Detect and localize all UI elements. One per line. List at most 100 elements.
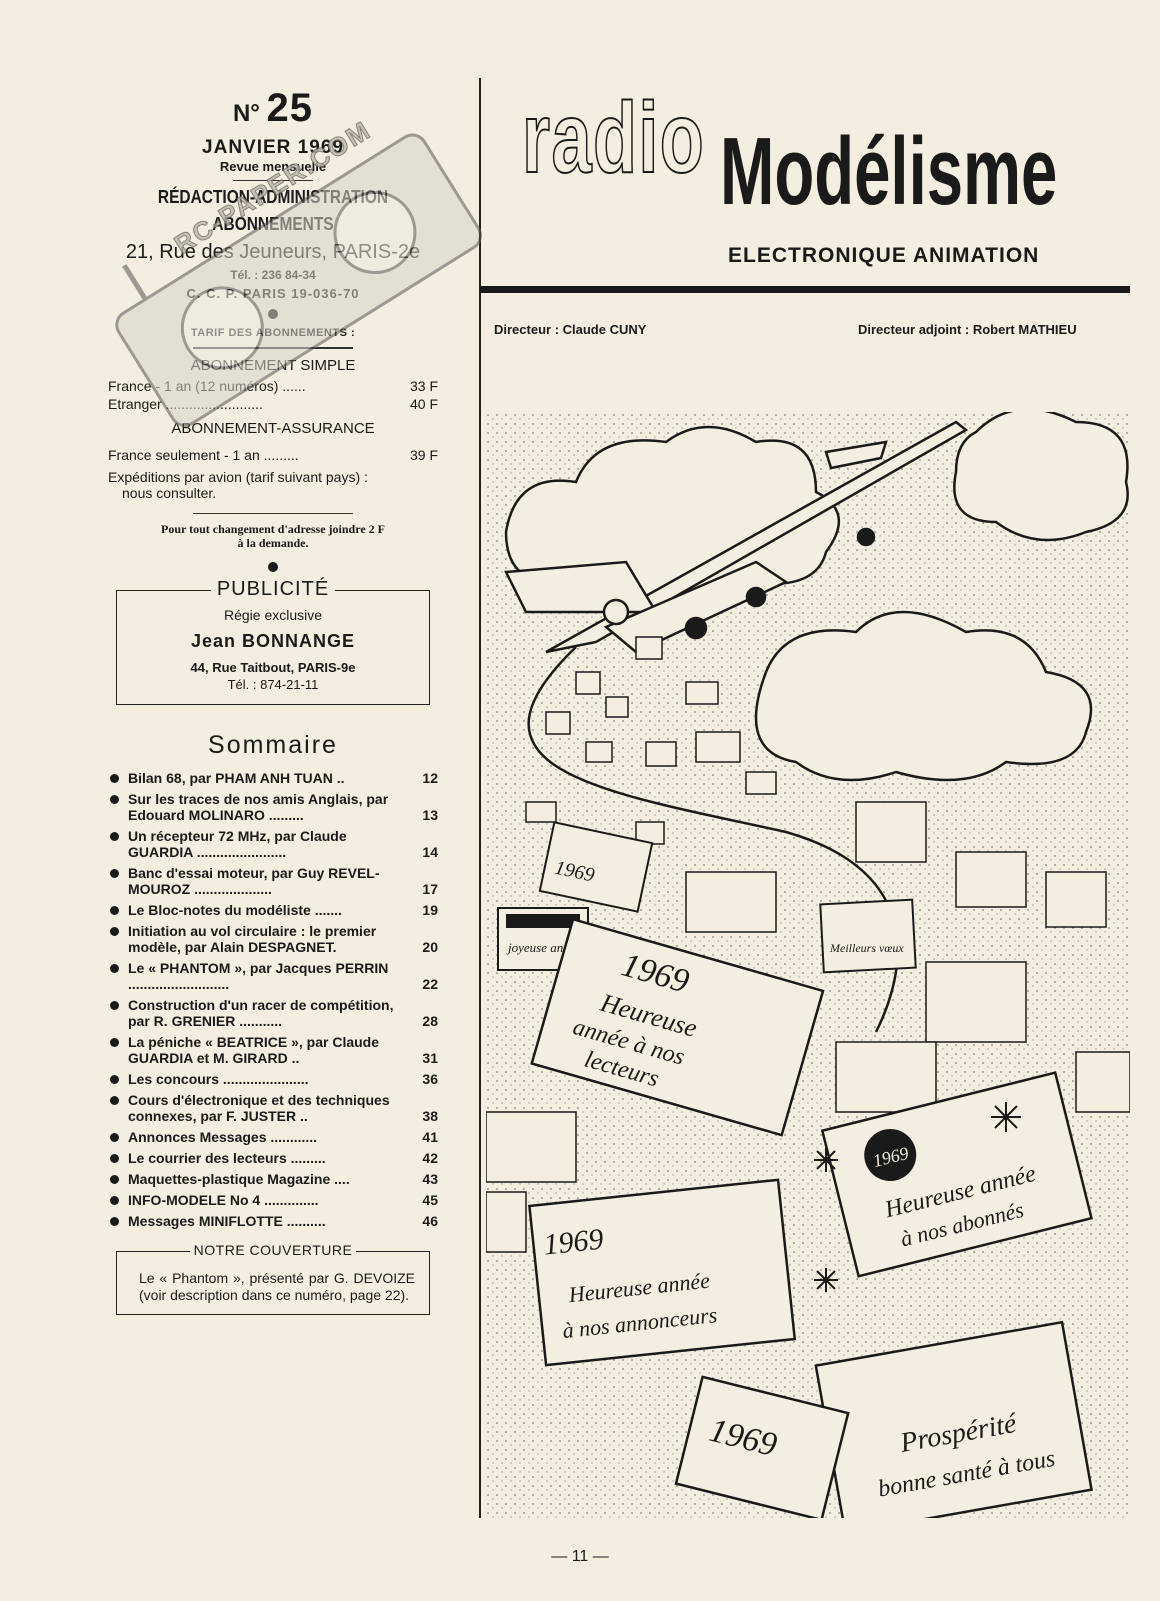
toc-item-page: 41 bbox=[422, 1129, 438, 1145]
toc-item: Maquettes-plastique Magazine .... 43 bbox=[108, 1171, 438, 1187]
masthead-modelisme: Modélisme bbox=[720, 118, 1058, 225]
toc-item: La péniche « BEATRICE », par Claude GUAR… bbox=[108, 1034, 438, 1066]
abonnement-assurance-heading: ABONNEMENT-ASSURANCE bbox=[171, 419, 375, 437]
toc-item: Les concours ...................... 36 bbox=[108, 1071, 438, 1087]
admin-ccp: C. C. P. PARIS 19-036-70 bbox=[186, 286, 360, 301]
toc-item: Le courrier des lecteurs ......... 42 bbox=[108, 1150, 438, 1166]
admin-tel: Tél. : 236 84-34 bbox=[230, 268, 316, 282]
publicite-sub: Régie exclusive bbox=[223, 607, 323, 623]
toc-item: Cours d'électronique et des techniques c… bbox=[108, 1092, 438, 1124]
tarif-row-france: France - 1 an (12 numéros) ...... 33 F bbox=[108, 377, 438, 394]
directeur-adjoint: Directeur adjoint : Robert MATHIEU bbox=[858, 322, 1077, 337]
toc-item: Bilan 68, par PHAM ANH TUAN .. 12 bbox=[108, 770, 438, 786]
tarif-row-etranger: Etranger ......................... 40 F bbox=[108, 395, 438, 412]
masthead-tagline: ELECTRONIQUE ANIMATION bbox=[728, 244, 1040, 267]
publicite-address: 44, Rue Taitbout, PARIS-9e bbox=[190, 660, 356, 675]
greeting-card-prosperite: Prospérité bonne santé à tous bbox=[814, 1320, 1093, 1518]
toc-item: Un récepteur 72 MHz, par Claude GUARDIA … bbox=[108, 828, 438, 860]
toc-item-page: 20 bbox=[422, 939, 438, 955]
toc-item-title: Initiation au vol circulaire : le premie… bbox=[128, 923, 377, 955]
tarif-heading: TARIF DES ABONNEMENTS : bbox=[190, 327, 356, 339]
toc-item-title: Messages MINIFLOTTE .......... bbox=[128, 1213, 326, 1229]
toc-item-page: 28 bbox=[422, 1013, 438, 1029]
toc-item-title: Le Bloc-notes du modéliste ....... bbox=[128, 902, 342, 918]
toc-item-page: 22 bbox=[422, 976, 438, 992]
toc-item-page: 31 bbox=[422, 1050, 438, 1066]
snowflake-icon bbox=[814, 1102, 1021, 1292]
svg-text:1969: 1969 bbox=[542, 1223, 605, 1262]
abonnement-simple-heading: ABONNEMENT SIMPLE bbox=[190, 356, 356, 374]
toc-item-title: La péniche « BEATRICE », par Claude GUAR… bbox=[128, 1034, 380, 1066]
greeting-card-meilleurs: Meilleurs vœux bbox=[819, 898, 917, 974]
toc-item-title: Maquettes-plastique Magazine .... bbox=[128, 1171, 350, 1187]
greeting-card-lecteurs: 1969 Heureuse année à nos lecteurs bbox=[530, 917, 825, 1137]
tarif-avion: Expéditions par avion (tarif suivant pay… bbox=[108, 468, 368, 501]
couverture-text: Le « Phantom », présenté par G. DEVOIZE … bbox=[139, 1270, 415, 1303]
left-column: N° 25 JANVIER 1969 Revue mensuelle RÉDAC… bbox=[108, 82, 438, 1315]
toc-item-page: 46 bbox=[422, 1213, 438, 1229]
toc-item-title: Sur les traces de nos amis Anglais, par … bbox=[128, 791, 389, 823]
toc-item-title: Annonces Messages ............ bbox=[128, 1129, 318, 1145]
toc-item: Le « PHANTOM », par Jacques PERRIN .....… bbox=[108, 960, 438, 992]
greeting-card-1969: 1969 bbox=[538, 821, 654, 913]
toc-item: Sur les traces de nos amis Anglais, par … bbox=[108, 791, 438, 823]
divider bbox=[193, 512, 353, 514]
sommaire-title: Sommaire bbox=[208, 731, 338, 759]
issue-month: JANVIER 1969 bbox=[202, 137, 344, 158]
bullet-dot bbox=[268, 309, 278, 319]
directeur: Directeur : Claude CUNY bbox=[494, 322, 647, 337]
toc-item-page: 43 bbox=[422, 1171, 438, 1187]
airplane-icon bbox=[504, 420, 969, 654]
issue-number: N° 25 bbox=[232, 86, 314, 130]
toc-item: Messages MINIFLOTTE .......... 46 bbox=[108, 1213, 438, 1229]
publicite-box: PUBLICITÉ Régie exclusive Jean BONNANGE … bbox=[116, 578, 430, 705]
couverture-title: NOTRE COUVERTURE bbox=[189, 1242, 357, 1258]
toc-item: Construction d'un racer de compétition, … bbox=[108, 997, 438, 1029]
masthead: radio Modélisme bbox=[521, 82, 1122, 268]
toc-item: Initiation au vol circulaire : le premie… bbox=[108, 923, 438, 955]
tarif-row-assurance: France seulement - 1 an ......... 39 F bbox=[108, 446, 438, 463]
greeting-card-1969-bottom: 1969 bbox=[674, 1375, 850, 1518]
svg-text:Meilleurs vœux: Meilleurs vœux bbox=[829, 941, 904, 955]
toc-item-page: 38 bbox=[422, 1108, 438, 1124]
toc-item-page: 42 bbox=[422, 1150, 438, 1166]
toc-item-page: 19 bbox=[422, 902, 438, 918]
toc-item-title: Un récepteur 72 MHz, par Claude GUARDIA … bbox=[128, 828, 347, 860]
bullet-dot bbox=[268, 562, 278, 572]
cloud-icon bbox=[504, 412, 1129, 782]
divider bbox=[193, 347, 353, 349]
toc-item-title: Banc d'essai moteur, par Guy REVEL-MOURO… bbox=[128, 865, 380, 897]
column-divider bbox=[479, 78, 481, 1518]
cover-illustration: 1969 joyeuse année Meilleurs vœux 1969 H… bbox=[486, 412, 1130, 1518]
masthead-radio: radio bbox=[521, 82, 706, 194]
masthead-rule bbox=[480, 286, 1130, 293]
toc-item-title: INFO-MODELE No 4 .............. bbox=[128, 1192, 319, 1208]
publicite-title: PUBLICITÉ bbox=[210, 578, 336, 600]
publicite-tel: Tél. : 874-21-11 bbox=[227, 677, 319, 692]
toc-item-page: 17 bbox=[422, 881, 438, 897]
page-number: — 11 — bbox=[551, 1548, 609, 1565]
toc-item: INFO-MODELE No 4 .............. 45 bbox=[108, 1192, 438, 1208]
toc-item-title: Le « PHANTOM », par Jacques PERRIN .....… bbox=[128, 960, 389, 992]
toc-item-title: Le courrier des lecteurs ......... bbox=[128, 1150, 326, 1166]
toc-item: Banc d'essai moteur, par Guy REVEL-MOURO… bbox=[108, 865, 438, 897]
admin-address: 21, Rue des Jeuneurs, PARIS-2e bbox=[125, 241, 421, 263]
toc-item-title: Cours d'électronique et des techniques c… bbox=[128, 1092, 390, 1124]
address-change-notice: Pour tout changement d'adresse joindre 2… bbox=[161, 522, 385, 550]
toc-item-title: Construction d'un racer de compétition, … bbox=[128, 997, 394, 1029]
toc-item-page: 12 bbox=[422, 770, 438, 786]
toc-item: Le Bloc-notes du modéliste ....... 19 bbox=[108, 902, 438, 918]
publicite-name: Jean BONNANGE bbox=[190, 631, 356, 651]
couverture-box: NOTRE COUVERTURE Le « Phantom », présent… bbox=[116, 1242, 430, 1315]
toc-item-title: Bilan 68, par PHAM ANH TUAN .. bbox=[128, 770, 345, 786]
toc-item-page: 13 bbox=[422, 807, 438, 823]
toc-item-page: 36 bbox=[422, 1071, 438, 1087]
toc-item-page: 14 bbox=[422, 844, 438, 860]
toc-item-page: 45 bbox=[422, 1192, 438, 1208]
toc-item: Annonces Messages ............ 41 bbox=[108, 1129, 438, 1145]
confetti bbox=[486, 636, 1130, 1253]
toc-item-title: Les concours ...................... bbox=[128, 1071, 309, 1087]
greeting-card-annonceurs: 1969 Heureuse année à nos annonceurs bbox=[528, 1178, 797, 1367]
